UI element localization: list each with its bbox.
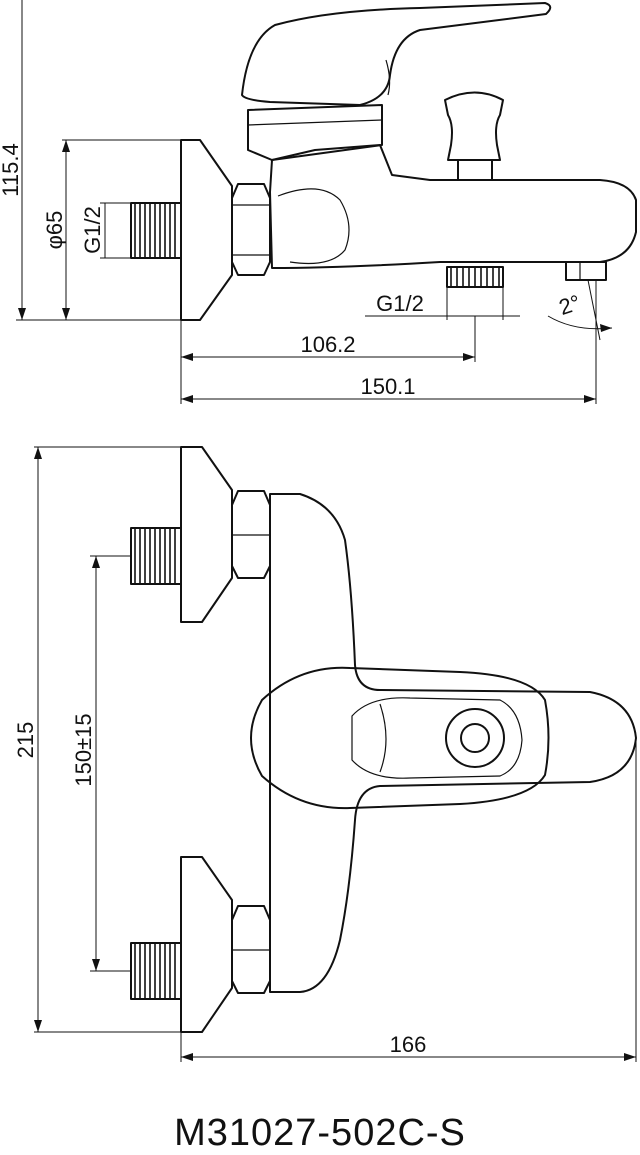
- side-body: [269, 144, 637, 269]
- side-view: [130, 2, 637, 321]
- side-body-recess: [277, 188, 350, 265]
- dim-label-outlet-offset: 106.2: [300, 332, 355, 357]
- top-body: [269, 493, 637, 993]
- side-outlet-thread: [446, 266, 504, 288]
- side-diverter-stem: [457, 159, 493, 181]
- dim-label-outlet-thread: G1/2: [376, 291, 424, 316]
- side-inlet-pipe: [130, 202, 182, 259]
- side-lever-handle: [241, 2, 552, 106]
- top-flange-lower: [180, 856, 233, 1033]
- side-view-dimensions: [16, 0, 613, 404]
- dim-label-inlet-spacing: 150±15: [71, 713, 96, 786]
- top-inlet-upper: [130, 527, 182, 585]
- top-diverter-knob-center: [460, 723, 490, 753]
- dim-label-spout-reach: 150.1: [360, 374, 415, 399]
- side-outlet-threads: [450, 268, 500, 286]
- dim-label-inlet-thread: G1/2: [80, 206, 105, 254]
- top-view: [130, 446, 637, 1033]
- top-lever-inner: [351, 697, 523, 779]
- side-diverter-knob: [444, 91, 504, 161]
- top-hex-nut-lower: [231, 905, 271, 994]
- side-cartridge-housing: [247, 104, 383, 161]
- top-flange-upper: [180, 446, 233, 623]
- side-spout-outlet: [565, 261, 607, 281]
- dim-label-spout-angle: 2°: [556, 290, 584, 320]
- side-wall-flange: [180, 139, 233, 321]
- model-number: M31027-502C-S: [174, 1112, 466, 1154]
- dim-label-height-total: 115.4: [0, 143, 23, 196]
- top-hex-nut-upper: [231, 490, 271, 579]
- side-inlet-threads: [134, 204, 176, 257]
- top-view-dimensions: [34, 446, 637, 1062]
- side-hex-nut: [231, 183, 271, 276]
- dim-label-overall-width: 166: [390, 1032, 427, 1057]
- top-diverter-knob: [445, 708, 505, 768]
- top-lever: [250, 666, 550, 810]
- dim-label-flange-diameter: φ65: [42, 211, 67, 250]
- top-inlet-lower: [130, 942, 182, 1000]
- dim-label-overall-height: 215: [13, 722, 38, 759]
